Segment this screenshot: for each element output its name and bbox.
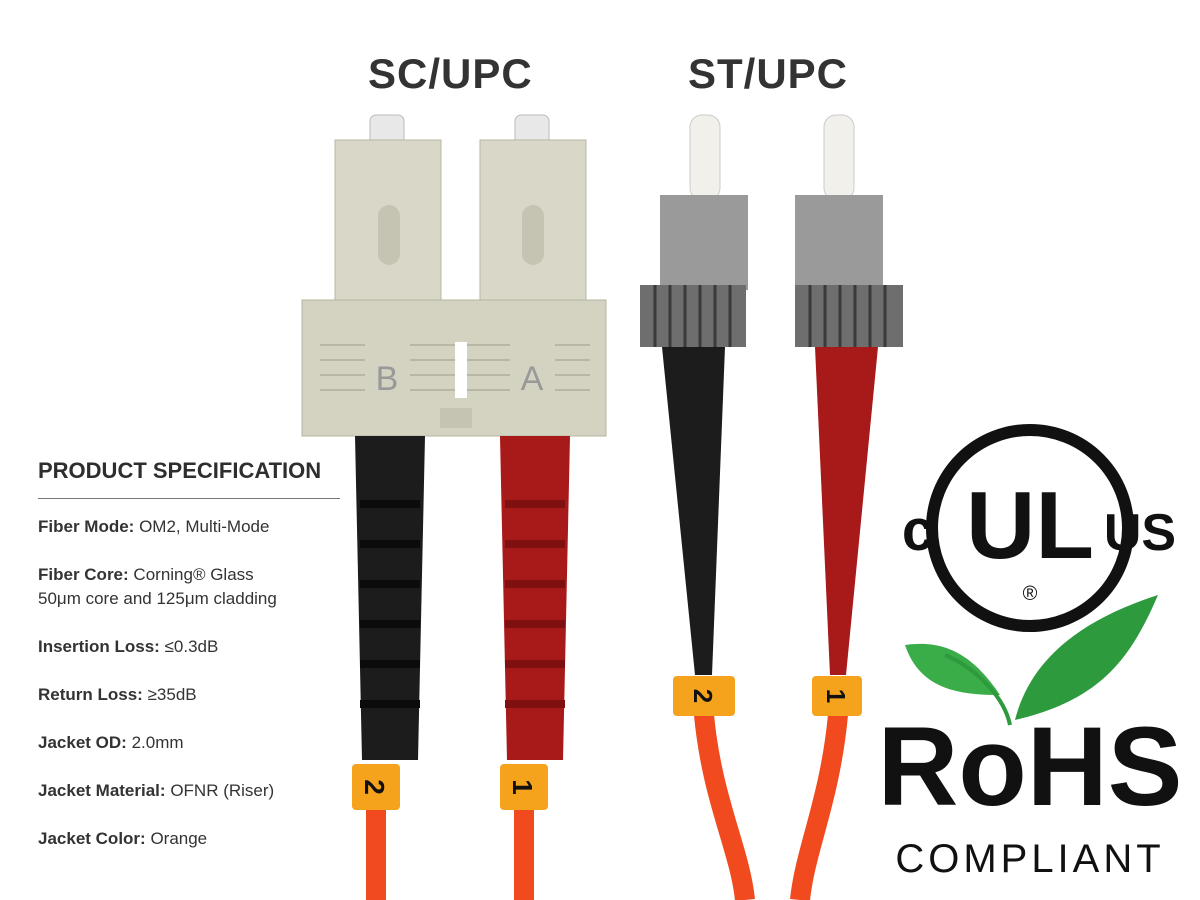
sc-upc-title: SC/UPC: [368, 50, 533, 97]
ul-registered-mark: ®: [1023, 583, 1038, 605]
spec-jacket-od: Jacket OD: 2.0mm: [38, 733, 184, 752]
spec-fiber-mode: Fiber Mode: OM2, Multi-Mode: [38, 517, 270, 536]
spec-jacket-color: Jacket Color: Orange: [38, 829, 208, 848]
sc-connector: B A 2 1: [301, 114, 607, 810]
tag-1: 1: [507, 779, 538, 795]
ul-c-mark: c: [902, 498, 934, 563]
tag-2: 2: [688, 689, 718, 703]
tag-1: 1: [821, 689, 851, 703]
spec-insertion-loss: Insertion Loss: ≤0.3dB: [38, 637, 219, 656]
product-specification: PRODUCT SPECIFICATION Fiber Mode: OM2, M…: [38, 458, 340, 875]
compliant-text: COMPLIANT: [895, 837, 1164, 881]
spec-return-loss: Return Loss: ≥35dB: [38, 685, 197, 704]
port-label-b: B: [376, 360, 399, 398]
rohs-text: RoHS: [878, 704, 1183, 829]
ul-us-mark: US: [1104, 504, 1176, 562]
ul-certification-logo: c UL ® US: [902, 424, 1176, 632]
port-label-a: A: [521, 360, 544, 398]
spec-jacket-material: Jacket Material: OFNR (Riser): [38, 781, 275, 800]
orange-cables: [366, 714, 848, 900]
st-upc-title: ST/UPC: [688, 50, 849, 97]
rohs-compliant-logo: RoHS COMPLIANT: [878, 595, 1183, 881]
st-connector: 2 1: [640, 114, 903, 716]
spec-heading: PRODUCT SPECIFICATION: [38, 458, 340, 499]
tag-2: 2: [359, 779, 390, 795]
ul-mark: UL: [966, 472, 1094, 579]
